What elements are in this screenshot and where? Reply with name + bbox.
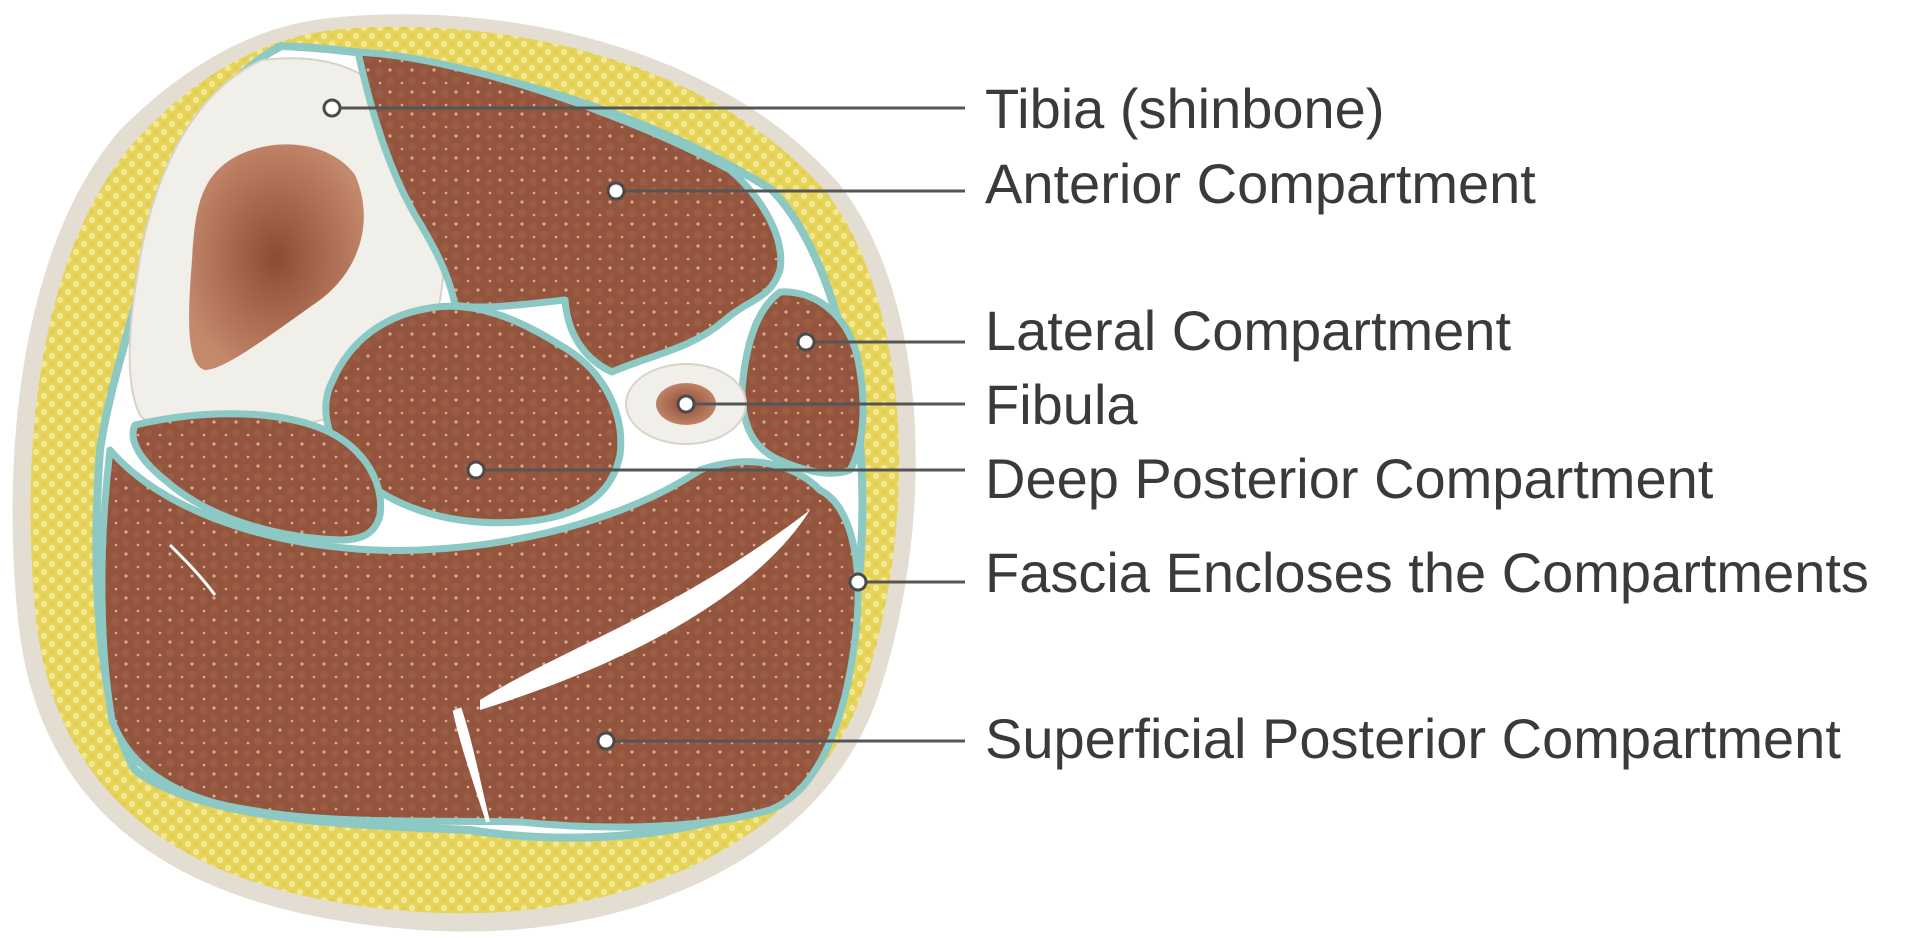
marker-dot-lateral	[798, 334, 814, 350]
label-lateral-compartment: Lateral Compartment	[985, 299, 1511, 362]
marker-dot-deep-posterior	[468, 462, 484, 478]
label-fascia: Fascia Encloses the Compartments	[985, 541, 1869, 604]
marker-dot-anterior	[608, 183, 624, 199]
label-tibia: Tibia (shinbone)	[985, 77, 1384, 140]
marker-dot-fibula	[678, 396, 694, 412]
label-anterior-compartment: Anterior Compartment	[985, 152, 1536, 215]
marker-dot-tibia	[324, 100, 340, 116]
marker-dot-superficial-posterior	[598, 733, 614, 749]
label-superficial-posterior-compartment: Superficial Posterior Compartment	[985, 707, 1841, 770]
label-fibula: Fibula	[985, 373, 1138, 436]
label-deep-posterior-compartment: Deep Posterior Compartment	[985, 447, 1714, 510]
marker-dot-fascia	[850, 574, 866, 590]
